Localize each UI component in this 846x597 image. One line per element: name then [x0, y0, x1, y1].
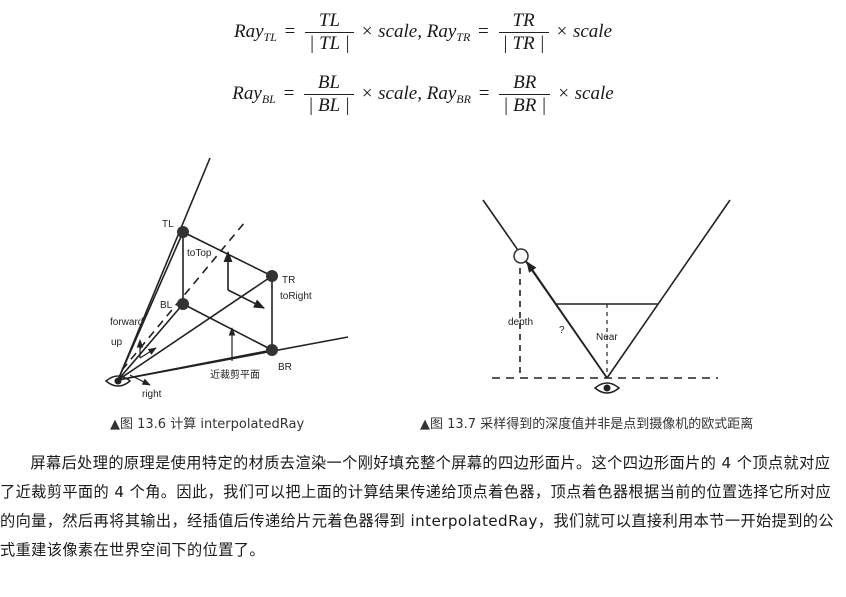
to-right-arrow	[227, 289, 266, 309]
label-br: BR	[278, 362, 292, 373]
corner-bl-point	[177, 298, 189, 310]
formula-mult-br: × scale	[557, 82, 614, 104]
frustum-left-edge	[117, 157, 211, 381]
ray-tl	[117, 231, 184, 381]
label-up: up	[111, 337, 123, 348]
sample-point	[513, 248, 529, 264]
figure-13-7	[482, 199, 731, 379]
formula-ray-bl: Ray	[232, 82, 262, 104]
formula-frac-tl: TL| TL |	[305, 10, 354, 55]
frustum-right-edge-2	[606, 199, 731, 379]
near-edge-bottom	[182, 303, 273, 351]
ray-bl	[117, 303, 184, 381]
figures-canvas: TL TR BL BR toTop toRight forward up rig…	[104, 157, 731, 400]
label-to-top: toTop	[187, 248, 212, 259]
formula-mult-bl: × scale,	[360, 82, 422, 104]
body-paragraph: 屏幕后处理的原理是使用特定的材质去渲染一个刚好填充整个屏幕的四边形面片。这个四边…	[0, 454, 834, 559]
label-question: ?	[559, 325, 565, 336]
camera-eye-icon-1	[104, 375, 132, 387]
label-tl: TL	[162, 219, 174, 230]
label-bl: BL	[160, 300, 173, 311]
label-depth: depth	[508, 317, 533, 328]
label-near: Near	[596, 332, 618, 343]
corner-br-point	[266, 344, 278, 356]
formula-frac-br: BR| BR |	[499, 72, 551, 117]
ray-tr	[117, 275, 273, 381]
label-right: right	[142, 389, 162, 400]
formula-sub-tl: TL	[263, 29, 277, 44]
formula-ray-tr: Ray	[426, 20, 457, 42]
corner-tr-point	[266, 270, 278, 282]
formula-sub-bl: BL	[261, 91, 276, 106]
figure-13-6	[117, 157, 349, 386]
caption-figure-13-6: ▲图 13.6 计算 interpolatedRay	[110, 417, 305, 432]
formula-sub-tr: TR	[456, 29, 471, 44]
camera-eye-icon-2	[593, 382, 621, 394]
label-to-right: toRight	[280, 291, 312, 302]
formula-frac-bl: BL| BL |	[304, 72, 354, 117]
formula-line-1: RayTL = TL| TL | × scale, RayTR = TR| TR…	[233, 10, 613, 55]
caption-figure-13-7: ▲图 13.7 采样得到的深度值并非是点到摄像机的欧式距离	[420, 417, 754, 432]
formula-frac-tr: TR| TR |	[498, 10, 549, 55]
corner-tl-point	[177, 226, 189, 238]
body-text: 屏幕后处理的原理是使用特定的材质去渲染一个刚好填充整个屏幕的四边形面片。这个四边…	[0, 449, 846, 565]
label-near-plane: 近裁剪平面	[210, 368, 260, 381]
ray-br	[117, 349, 273, 381]
formula-mult-tr: × scale	[555, 20, 613, 42]
label-forward: forward	[110, 317, 143, 328]
formula-ray-tl: Ray	[233, 20, 264, 42]
formula-ray-br: Ray	[426, 82, 457, 104]
formula-mult-tl: × scale,	[360, 20, 422, 42]
right-axis-arrow	[129, 374, 151, 386]
formula-line-2: RayBL = BL| BL | × scale, RayBR = BR| BR…	[232, 72, 614, 117]
label-tr: TR	[282, 275, 295, 286]
corner-points	[177, 226, 278, 356]
formula-sub-br: BR	[456, 91, 471, 106]
euclidean-distance-arrow	[526, 261, 608, 379]
forward-axis-arrow	[139, 347, 157, 359]
